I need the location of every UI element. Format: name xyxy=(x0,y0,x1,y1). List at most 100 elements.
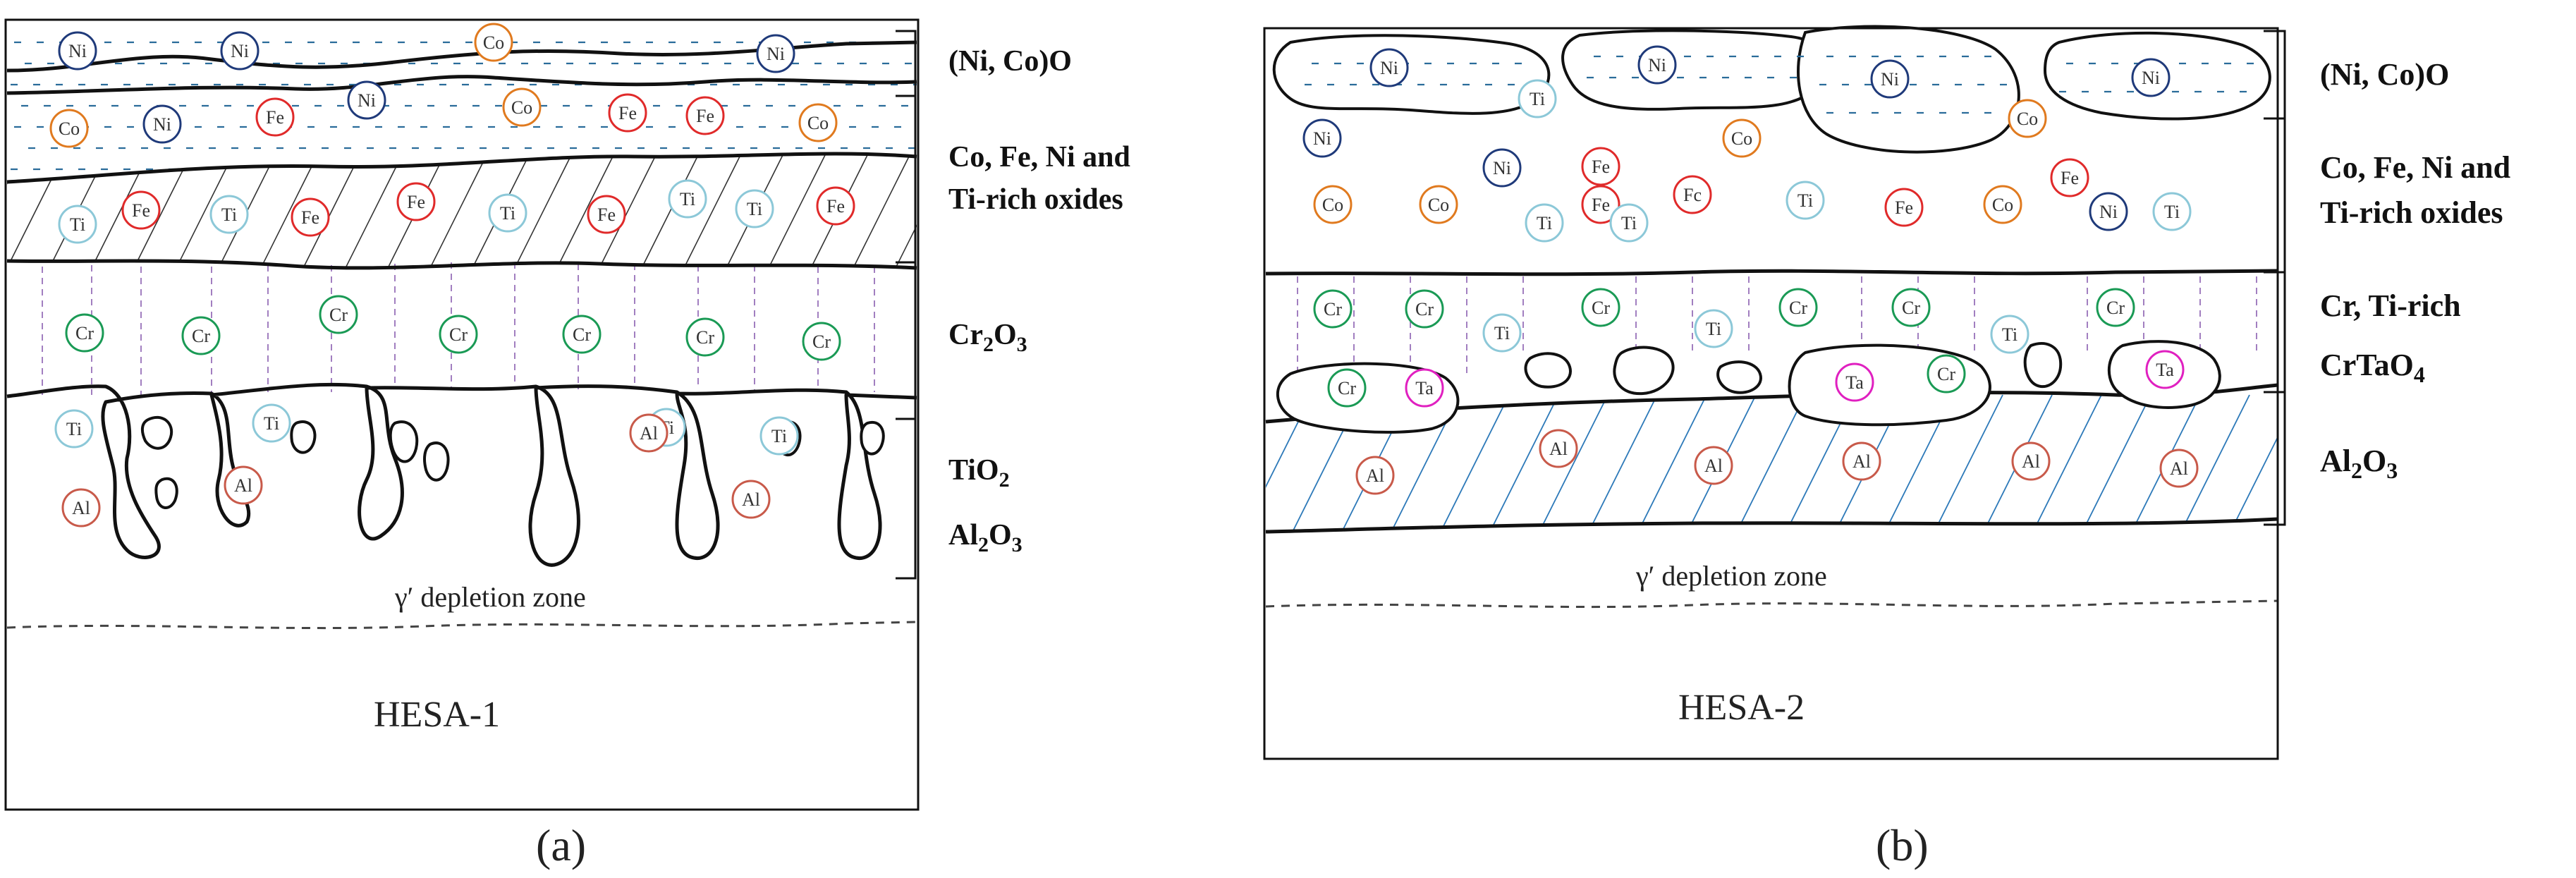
element-label: Co xyxy=(1322,195,1343,215)
element-cr-marker: Cr xyxy=(1313,289,1353,329)
panel-a-layer-5-label: Al2O3 xyxy=(948,519,1023,556)
element-circle xyxy=(1355,456,1395,495)
element-label: Cr xyxy=(696,327,714,348)
panel-a-layer-2-label2: Ti-rich oxides xyxy=(948,183,1123,216)
element-al-marker: Al xyxy=(629,413,669,453)
element-co-marker: Co xyxy=(1419,185,1458,224)
element-circle xyxy=(439,315,478,354)
element-label: Ti xyxy=(771,426,787,446)
element-label: Ti xyxy=(70,214,85,235)
element-circle xyxy=(1518,79,1557,118)
element-circle xyxy=(1581,288,1620,327)
element-circle xyxy=(1482,313,1522,353)
element-label: Cr xyxy=(1789,298,1807,318)
panel-a-island-5 xyxy=(423,441,450,482)
element-label: Ta xyxy=(1845,372,1864,393)
element-label: Ta xyxy=(2156,360,2174,380)
element-circle xyxy=(2011,441,2051,481)
element-label: Co xyxy=(511,97,532,118)
element-circle xyxy=(2145,350,2185,389)
element-label: Co xyxy=(1428,195,1449,215)
element-circle xyxy=(1525,203,1564,243)
element-al-marker: Al xyxy=(1842,441,1881,481)
element-label: Ni xyxy=(1493,158,1511,178)
element-label: Cr xyxy=(573,324,591,345)
panel-b-layer-2-label2: Ti-rich oxides xyxy=(2320,195,2503,230)
element-label: Co xyxy=(483,32,504,53)
element-label: Co xyxy=(807,113,829,133)
element-al-marker: Al xyxy=(2159,449,2199,488)
element-label: Ni xyxy=(1313,128,1331,149)
element-fe-marker: Fe xyxy=(255,97,295,137)
element-circle xyxy=(181,316,221,355)
element-ta-marker: Ta xyxy=(1405,368,1444,408)
element-label: Cr xyxy=(1902,298,1920,318)
panel-a-layer-4-label: TiO2 xyxy=(948,454,1010,492)
element-label: Fe xyxy=(597,205,616,225)
element-ti-marker: Ti xyxy=(1609,203,1649,243)
element-label: Cr xyxy=(75,323,94,343)
element-cr-marker: Cr xyxy=(319,295,358,334)
panel-b-layer-4-label: CrTaO4 xyxy=(2320,348,2425,387)
element-circle xyxy=(396,182,436,221)
element-ti-marker: Ti xyxy=(735,189,774,228)
panel-a-boundary-1 xyxy=(6,40,917,73)
element-circle xyxy=(61,488,101,528)
panel-a-island-3 xyxy=(290,420,317,454)
element-co-marker: Co xyxy=(1983,185,2022,224)
panel-b-depletion-label: γ′ depletion zone xyxy=(1635,560,1827,592)
element-label: Ni xyxy=(767,44,785,64)
element-label: Ti xyxy=(221,205,237,225)
element-al-marker: Al xyxy=(61,488,101,528)
element-cr-marker: Cr xyxy=(802,322,841,361)
element-circle xyxy=(1884,188,1924,227)
element-label: Fe xyxy=(618,103,637,123)
panel-a-label: (a) xyxy=(536,820,586,870)
element-cr-marker: Cr xyxy=(1327,368,1367,408)
panel-a-layer-1-label: (Ni, Co)O xyxy=(948,45,1072,78)
element-circle xyxy=(802,322,841,361)
panel-b-nio-blob-2 xyxy=(1561,29,1828,111)
panel-b-crtao-blob-4 xyxy=(1716,360,1762,394)
element-label: Cr xyxy=(1592,298,1610,318)
element-label: Fe xyxy=(407,192,425,212)
element-label: Cr xyxy=(1415,299,1434,319)
element-fe-marker: Fe xyxy=(1884,188,1924,227)
element-ti-marker: Ti xyxy=(1694,309,1733,348)
element-circle xyxy=(756,34,795,73)
element-circle xyxy=(252,403,291,443)
element-fe-marker: Fe xyxy=(2050,158,2089,197)
element-ni-marker: Ni xyxy=(347,80,386,120)
element-circle xyxy=(1870,59,1910,99)
element-ti-marker: Ti xyxy=(1518,79,1557,118)
element-ni-marker: Ni xyxy=(220,31,260,71)
panel-a-boundary-3 xyxy=(6,152,917,184)
element-label: Cr xyxy=(2106,298,2125,318)
element-circle xyxy=(2159,449,2199,488)
element-circle xyxy=(685,96,725,135)
element-cr-marker: Cr xyxy=(439,315,478,354)
element-co-marker: Co xyxy=(1722,118,1762,158)
element-label: Fe xyxy=(1592,195,1610,215)
element-label: Cr xyxy=(329,305,348,325)
element-label: Fc xyxy=(1683,185,1702,205)
element-fe-marker: Fe xyxy=(396,182,436,221)
element-label: Ni xyxy=(2099,202,2118,222)
element-circle xyxy=(1990,315,2029,354)
panel-b-crtao-blob-2 xyxy=(1524,352,1572,389)
element-label: Al xyxy=(2022,451,2040,472)
panel-b-boundary-1 xyxy=(1265,269,2278,276)
element-ta-marker: Ta xyxy=(2145,350,2185,389)
element-label: Ni xyxy=(2142,68,2160,88)
element-label: Cr xyxy=(812,331,831,352)
element-label: Ti xyxy=(2002,324,2018,345)
element-label: Cr xyxy=(1324,299,1342,319)
element-circle xyxy=(255,97,295,137)
element-fe-marker: Fe xyxy=(1581,147,1620,186)
element-label: Ti xyxy=(1706,319,1721,339)
panel-b-crtao-blob-6 xyxy=(2023,342,2063,389)
element-label: Co xyxy=(2017,109,2038,129)
element-circle xyxy=(347,80,386,120)
element-label: Cr xyxy=(449,324,468,345)
